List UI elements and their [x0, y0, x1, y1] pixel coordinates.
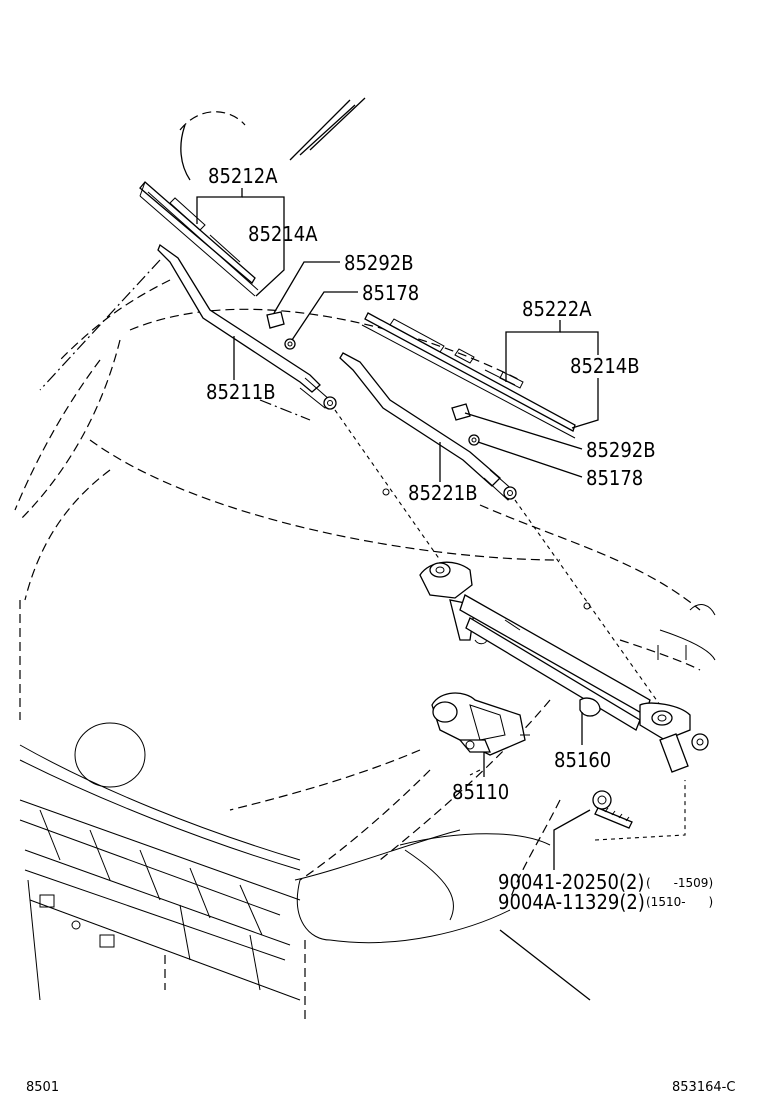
right-nut	[468, 434, 480, 446]
figure-id: 853164-C	[672, 1080, 735, 1095]
left-wiper-arm	[157, 243, 337, 410]
front-grille	[19, 799, 301, 1001]
callout-85178-left: 85178	[362, 281, 419, 305]
callout-85292B-left: 85292B	[344, 251, 414, 275]
callout-85211B: 85211B	[206, 380, 276, 404]
wiper-link-assembly	[419, 561, 709, 773]
right-cap	[451, 403, 471, 421]
section-number: 8501	[26, 1080, 59, 1095]
wiper-motor	[431, 692, 530, 756]
callout-85160: 85160	[554, 748, 611, 772]
callout-85110: 85110	[452, 780, 509, 804]
callout-9004A-11329: 9004A-11329(2)	[498, 890, 645, 914]
leader-lines	[196, 188, 599, 870]
callout-labels: 85212A 85214A 85292B 85178 85211B 85222A…	[206, 164, 713, 914]
callout-85214A: 85214A	[248, 222, 318, 246]
right-wiper-arm	[339, 352, 517, 501]
mounting-bolt	[592, 790, 633, 829]
callout-85222A: 85222A	[522, 297, 592, 321]
vehicle-body-outline	[14, 97, 716, 901]
date-range-2: (1510- )	[646, 895, 713, 909]
date-range-1: ( -1509)	[646, 876, 713, 890]
callout-90041-20250: 90041-20250(2)	[498, 870, 644, 894]
callout-85214B: 85214B	[570, 354, 640, 378]
callout-85292B-right: 85292B	[586, 438, 656, 462]
callout-85221B: 85221B	[408, 481, 478, 505]
callout-85178-right: 85178	[586, 466, 643, 490]
left-wiper-blade	[139, 181, 259, 297]
pivot-washer	[583, 602, 591, 610]
assembly-lines	[334, 409, 686, 841]
hood-front-outline	[19, 722, 591, 1020]
left-cap	[266, 311, 285, 329]
footer: 8501 853164-C	[26, 1080, 735, 1095]
left-nut	[284, 338, 296, 350]
right-wiper-blade	[361, 312, 576, 439]
callout-85212A: 85212A	[208, 164, 278, 188]
pivot-washer	[382, 488, 390, 496]
